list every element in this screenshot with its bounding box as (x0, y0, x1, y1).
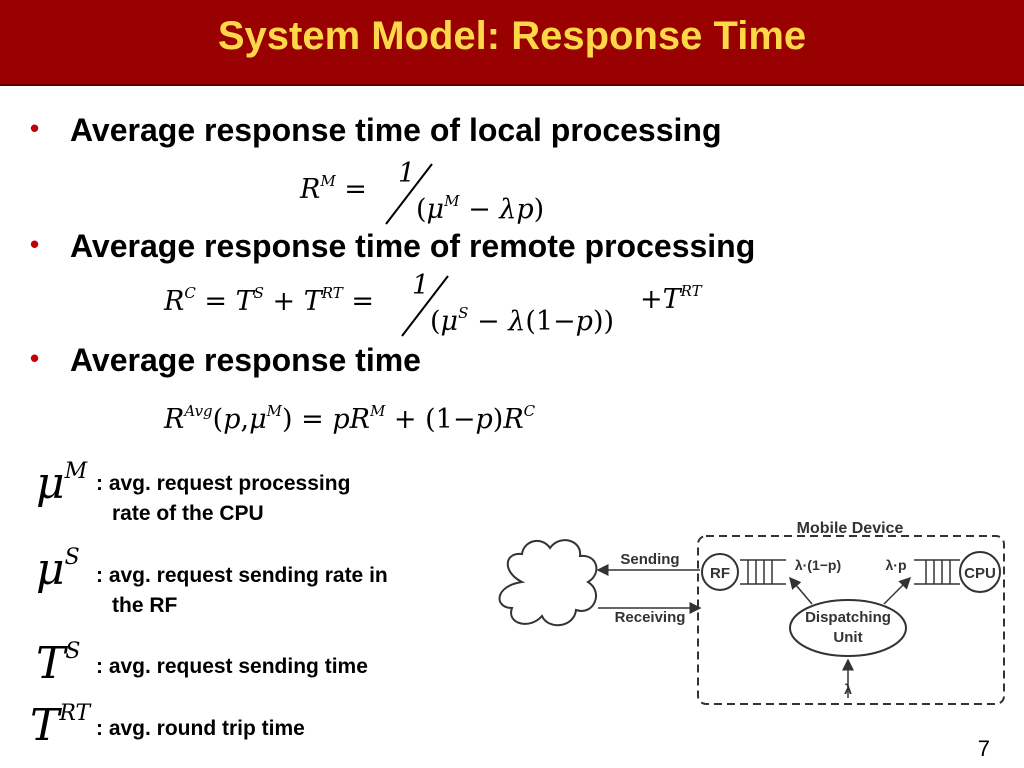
bullet-text: Average response time of remote processi… (70, 228, 756, 264)
rf-node (701, 553, 739, 591)
formula-denominator: (μM − λp) (416, 192, 545, 225)
formula-tail: +TRT (640, 282, 702, 315)
definition-t-rt: : avg. round trip time (96, 714, 305, 744)
formula-average-response: RAvg(p,μM) = pRM + (1−p)RC (164, 402, 536, 435)
fraction-slash (401, 275, 449, 337)
bullet-dot-icon: • (30, 343, 40, 373)
definition-line: : avg. request processing (96, 472, 351, 495)
formula-denominator: (μS − λ(1−p)) (430, 304, 615, 337)
formula-lhs: RM = (300, 172, 367, 205)
bullet-remote-processing: • Average response time of remote process… (30, 228, 755, 265)
cpu-queue (914, 559, 960, 585)
cpu-node (959, 551, 1001, 593)
device-boundary (697, 535, 1005, 705)
cloud-icon (498, 539, 598, 626)
symbol-mu-m: μM (36, 458, 88, 509)
title-bar: System Model: Response Time (0, 0, 1024, 86)
definition-line: : avg. request sending time (96, 655, 368, 678)
dispatching-unit (789, 599, 907, 657)
formula-numerator: 1 (398, 158, 416, 189)
slide-title: System Model: Response Time (217, 14, 807, 58)
symbol-t-rt: TRT (30, 700, 91, 751)
dispatching-label-1: Dispatching (805, 609, 891, 626)
bullet-text: Average response time of local processin… (70, 112, 722, 148)
symbol-mu-s: μS (36, 544, 80, 595)
bullet-dot-icon: • (30, 113, 40, 143)
to-rf-arrow (789, 576, 813, 605)
definition-line: the RF (112, 594, 178, 617)
definition-line: rate of the CPU (112, 502, 264, 525)
fraction-slash (385, 163, 433, 225)
to-cpu-arrow (883, 576, 912, 605)
device-label: Mobile Device (797, 520, 904, 537)
dispatching-label-2: Unit (833, 629, 862, 646)
rf-label: RF (710, 565, 730, 582)
definition-mu-m: : avg. request processing rate of the CP… (96, 469, 350, 529)
symbol-t-s: TS (36, 638, 81, 689)
receiving-label: Receiving (615, 609, 686, 626)
sending-label: Sending (620, 551, 679, 568)
definition-t-s: : avg. request sending time (96, 652, 368, 682)
formula-lhs: RC = TS + TRT = (164, 284, 374, 317)
bullet-average-response: • Average response time (30, 342, 421, 379)
page-number: 7 (977, 736, 990, 761)
rf-queue (740, 559, 786, 585)
bullet-dot-icon: • (30, 229, 40, 259)
lambda-label: λ (844, 681, 852, 697)
cpu-rate-label: λ·p (886, 557, 907, 573)
rf-rate-label: λ·(1−p) (795, 557, 841, 573)
bullet-local-processing: • Average response time of local processi… (30, 112, 721, 149)
bullet-text: Average response time (70, 342, 421, 378)
definition-mu-s: : avg. request sending rate in the RF (96, 561, 388, 621)
cpu-label: CPU (964, 565, 996, 582)
definition-line: : avg. request sending rate in (96, 564, 388, 587)
definition-line: : avg. round trip time (96, 717, 305, 740)
mobile-device-diagram: Mobile Device Sending Receiving RF λ·(1−… (498, 520, 1005, 705)
formula-numerator: 1 (412, 270, 430, 301)
